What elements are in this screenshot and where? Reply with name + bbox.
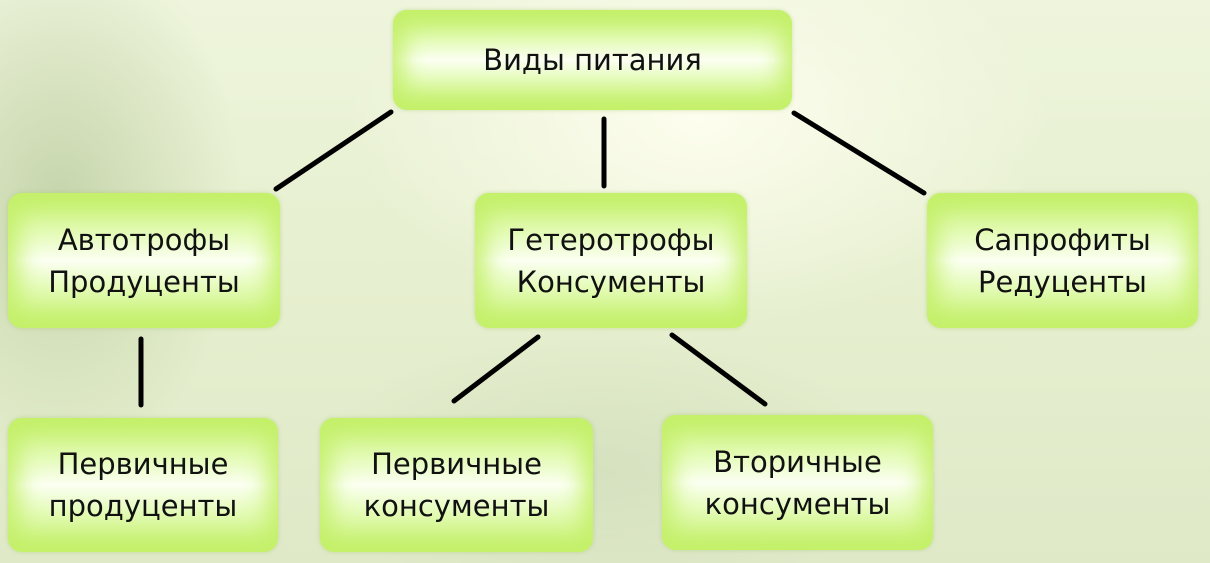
node-label: Вторичные [713, 444, 882, 479]
node-label: консументы [704, 486, 891, 521]
node-label: Консументы [516, 264, 706, 299]
node-primary-consumers: Первичные консументы [320, 418, 593, 552]
connector-heterotrophs-secondary-consumers [669, 332, 768, 407]
node-label: Первичные [57, 447, 229, 481]
node-label: Виды питания [483, 43, 702, 77]
connector-root-saprophytes [791, 110, 927, 196]
node-label: Автотрофы [57, 222, 231, 257]
node-secondary-consumers: Вторичные консументы [662, 415, 933, 550]
node-label: консументы [363, 489, 550, 523]
node-label: продуценты [48, 489, 238, 523]
node-label: Гетеротрофы [507, 222, 715, 257]
node-label: Первичные [371, 447, 542, 481]
connector-root-autotrophs [273, 109, 394, 192]
node-label: Сапрофиты [974, 222, 1151, 257]
node-nutrition-types: Виды питания [393, 10, 792, 110]
node-label: Продуценты [48, 264, 240, 299]
node-primary-producers: Первичные продуценты [8, 418, 278, 552]
connector-heterotrophs-primary-consumers [451, 334, 541, 404]
node-label: Редуценты [978, 264, 1147, 299]
